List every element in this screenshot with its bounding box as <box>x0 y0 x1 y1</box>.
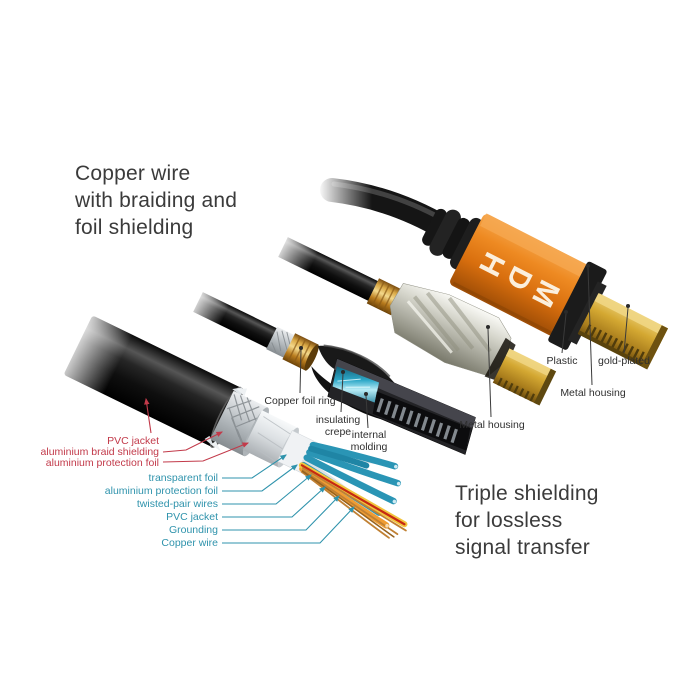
headline-right: Triple shielding for lossless signal tra… <box>455 480 599 561</box>
label-plastic: Plastic <box>546 355 578 367</box>
label-metal-housing-inner: Metal housing <box>459 419 525 431</box>
stripped-cable-cutaway <box>51 304 408 539</box>
headline-right-line1: Triple shielding <box>455 482 599 505</box>
line-protection-foil-outer <box>162 442 250 463</box>
line-gold-plated <box>623 307 629 354</box>
headline-right-line3: signal transfer <box>455 536 590 559</box>
headline-left-line3: foil shielding <box>75 216 194 239</box>
braid-shielding-layer <box>209 390 268 457</box>
hdmi-plastic-collar <box>548 261 607 350</box>
headline-left-line2: with braiding and <box>75 189 238 212</box>
line-metal-housing-inner <box>487 328 492 418</box>
line-transparent-foil <box>222 454 287 479</box>
line-copper-foil-ring <box>299 349 302 394</box>
label-transparent-foil: transparent foil <box>148 472 218 484</box>
label-twisted-pair-wires: twisted-pair wires <box>136 498 218 510</box>
line-internal-molding <box>365 395 369 429</box>
label-gold-plated: gold-plated <box>598 355 650 367</box>
label-copper-foil-ring: Copper foil ring <box>264 395 336 407</box>
label-braid-shielding: aluminium braid shielding <box>40 446 159 458</box>
internal-molding-assembly <box>185 284 476 455</box>
gold-plated-tip-b <box>492 348 555 405</box>
red-callout-lines <box>144 397 250 463</box>
dark-callout-lines <box>299 267 629 429</box>
label-protection-foil-inner: aluminium protection foil <box>104 485 218 497</box>
line-copper-wire <box>222 506 355 544</box>
label-grounding: Grounding <box>168 524 218 536</box>
hdmi-orange-metal-housing <box>450 214 589 336</box>
label-internal-molding: internal molding <box>350 429 388 453</box>
label-copper-wire: Copper wire <box>161 537 218 549</box>
label-pvc-jacket-outer: PVC jacket <box>107 435 159 447</box>
teal-callout-lines <box>222 454 355 544</box>
headline-right-line2: for lossless <box>455 509 563 532</box>
line-pvc-jacket-outer <box>144 397 152 434</box>
metal-housing-plug-assembly <box>270 229 557 406</box>
line-pvc-jacket-inner <box>222 486 326 518</box>
line-protection-foil-inner <box>222 464 298 492</box>
line-plastic <box>561 313 567 354</box>
label-protection-foil-outer: aluminium protection foil <box>45 457 159 469</box>
label-insulating-crepe: insulating crepe <box>315 414 361 438</box>
line-metal-housing-outer <box>587 267 593 386</box>
headline-left-line1: Copper wire <box>75 162 191 185</box>
headline-left: Copper wire with braiding and foil shiel… <box>75 160 237 241</box>
hdmi-gold-plated-tip <box>578 293 668 369</box>
wire-bundle <box>298 441 408 539</box>
callout-end-dots <box>299 264 630 396</box>
line-grounding <box>222 495 340 531</box>
label-pvc-jacket-inner: PVC jacket <box>166 511 218 523</box>
line-braid-shielding <box>162 431 223 453</box>
line-insulating-crepe <box>340 373 344 413</box>
line-twisted-pairs <box>222 474 312 505</box>
label-metal-housing-outer: Metal housing <box>560 387 626 399</box>
